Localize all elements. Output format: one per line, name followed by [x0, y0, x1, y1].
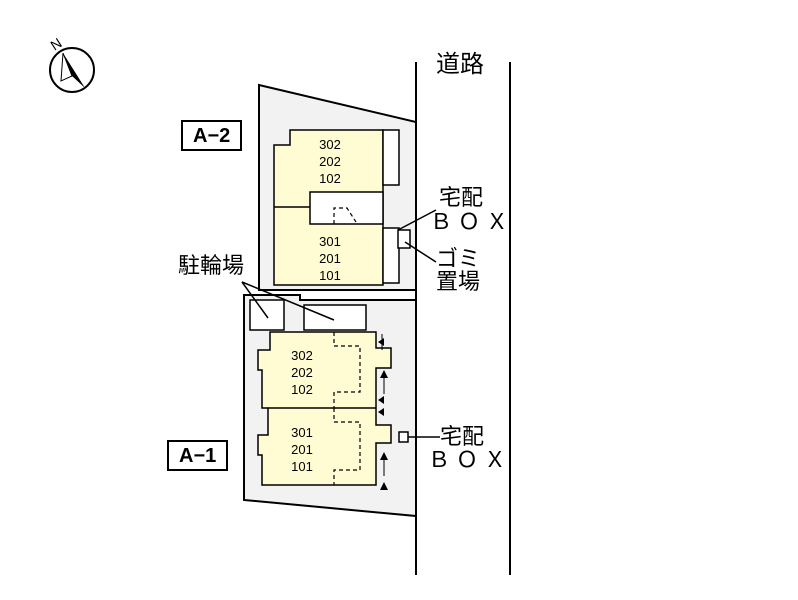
leader-delivery-a2 — [397, 209, 437, 231]
unit-number: 102 — [291, 382, 313, 397]
building-a2 — [273, 129, 400, 286]
unit-number: 302 — [291, 348, 313, 363]
unit-number: 302 — [319, 137, 341, 152]
bicycle-parking-label: 駐輪場 — [178, 254, 245, 279]
delivery-box-a2-label-line1: 宅配 — [439, 186, 484, 211]
unit-list-a2-upper: 302 202 102 — [310, 136, 350, 187]
building-a1 — [257, 331, 392, 486]
leader-bicycle-2 — [241, 281, 335, 321]
unit-number: 201 — [291, 442, 313, 457]
compass-icon — [49, 47, 95, 93]
garbage-label-line1: ゴミ — [436, 247, 481, 272]
delivery-box-a1-marker — [398, 431, 409, 443]
delivery-box-a2-marker — [397, 229, 411, 249]
unit-list-a2-lower: 301 201 101 — [310, 233, 350, 284]
building-tag-a1: A−1 — [167, 440, 229, 471]
delivery-box-a2-label-line2: ＢＯＸ — [430, 210, 515, 235]
unit-number: 301 — [291, 425, 313, 440]
building-tag-a2: A−2 — [181, 120, 243, 151]
bicycle-parking-area-1 — [249, 299, 285, 331]
unit-number: 201 — [319, 251, 341, 266]
unit-number: 202 — [319, 154, 341, 169]
delivery-box-a1-label-line2: ＢＯＸ — [428, 448, 513, 473]
delivery-box-a1-label-line1: 宅配 — [440, 425, 485, 450]
unit-number: 101 — [319, 268, 341, 283]
unit-list-a1-lower: 301 201 101 — [282, 424, 322, 475]
leader-bicycle-1 — [241, 281, 269, 319]
bicycle-parking-area-2 — [303, 304, 367, 331]
unit-number: 202 — [291, 365, 313, 380]
unit-list-a1-upper: 302 202 102 — [282, 347, 322, 398]
unit-number: 101 — [291, 459, 313, 474]
entrance-arrows-a1 — [378, 334, 388, 490]
garbage-label-line2: 置場 — [436, 270, 481, 295]
leader-garbage — [404, 241, 437, 263]
unit-number: 102 — [319, 171, 341, 186]
road-label: 道路 — [436, 50, 484, 78]
unit-number: 301 — [319, 234, 341, 249]
